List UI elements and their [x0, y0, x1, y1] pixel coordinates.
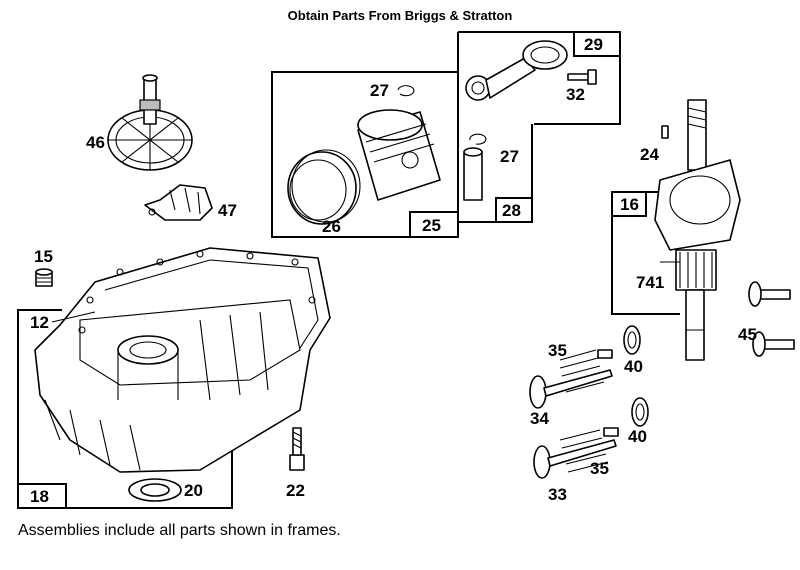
- label-34[interactable]: 34: [530, 409, 549, 428]
- label-18[interactable]: 18: [30, 487, 49, 506]
- tag-29-box: [573, 31, 621, 57]
- valve-retainer-lower[interactable]: [631, 397, 649, 427]
- label-26[interactable]: 26: [322, 217, 341, 236]
- label-40b[interactable]: 40: [628, 427, 647, 446]
- assemblies-note: Assemblies include all parts shown in fr…: [18, 522, 341, 539]
- tappet-lower[interactable]: [752, 331, 795, 357]
- valve-spring-upper[interactable]: [559, 349, 613, 393]
- label-741[interactable]: 741: [636, 273, 664, 292]
- label-35a[interactable]: 35: [548, 341, 567, 360]
- valve-retainer-upper[interactable]: [623, 325, 641, 355]
- frame-18: 18: [17, 309, 233, 509]
- tag-25-box: [409, 211, 459, 238]
- rod-bolt[interactable]: [567, 69, 597, 85]
- crankcase-sump[interactable]: [34, 247, 331, 473]
- valve-exhaust[interactable]: [533, 439, 617, 479]
- piston[interactable]: [357, 109, 441, 201]
- label-47[interactable]: 47: [218, 201, 237, 220]
- bolt[interactable]: [289, 427, 305, 471]
- label-40a[interactable]: 40: [624, 357, 643, 376]
- label-28[interactable]: 28: [502, 201, 521, 220]
- frame-29: 29: [457, 31, 621, 125]
- oil-seal[interactable]: [128, 478, 182, 502]
- tag-18-box: [17, 483, 67, 509]
- oil-plug[interactable]: [35, 268, 53, 287]
- label-35b[interactable]: 35: [590, 459, 609, 478]
- piston-rings[interactable]: [287, 149, 361, 225]
- label-29[interactable]: 29: [584, 35, 603, 54]
- camshaft-gear[interactable]: [107, 74, 193, 171]
- label-46[interactable]: 46: [86, 133, 105, 152]
- tag-16-box: [611, 191, 647, 217]
- label-25[interactable]: 25: [422, 216, 441, 235]
- page-title: Obtain Parts From Briggs & Stratton: [287, 8, 513, 23]
- label-33[interactable]: 33: [548, 485, 567, 504]
- label-15[interactable]: 15: [34, 247, 53, 266]
- circlip-2[interactable]: [469, 133, 487, 145]
- label-22[interactable]: 22: [286, 481, 305, 500]
- circlip[interactable]: [397, 85, 415, 97]
- governor-assembly[interactable]: [144, 184, 213, 221]
- piston-pin[interactable]: [463, 147, 483, 201]
- frame-16: 16: [611, 191, 680, 315]
- label-20[interactable]: 20: [184, 481, 203, 500]
- frame-25: 25: [271, 71, 459, 238]
- tappet-upper[interactable]: [748, 281, 791, 307]
- label-24[interactable]: 24: [640, 145, 659, 164]
- key[interactable]: [661, 125, 669, 139]
- frame-28: 28: [457, 124, 533, 223]
- tag-28-box: [495, 197, 533, 223]
- crankshaft[interactable]: [654, 99, 741, 361]
- label-27b[interactable]: 27: [500, 147, 519, 166]
- valve-intake[interactable]: [529, 369, 613, 409]
- label-16[interactable]: 16: [620, 195, 639, 214]
- label-45[interactable]: 45: [738, 325, 757, 344]
- label-27a[interactable]: 27: [370, 81, 389, 100]
- leader-12: [51, 311, 96, 323]
- label-12[interactable]: 12: [30, 313, 49, 332]
- connecting-rod[interactable]: [465, 40, 568, 101]
- label-32[interactable]: 32: [566, 85, 585, 104]
